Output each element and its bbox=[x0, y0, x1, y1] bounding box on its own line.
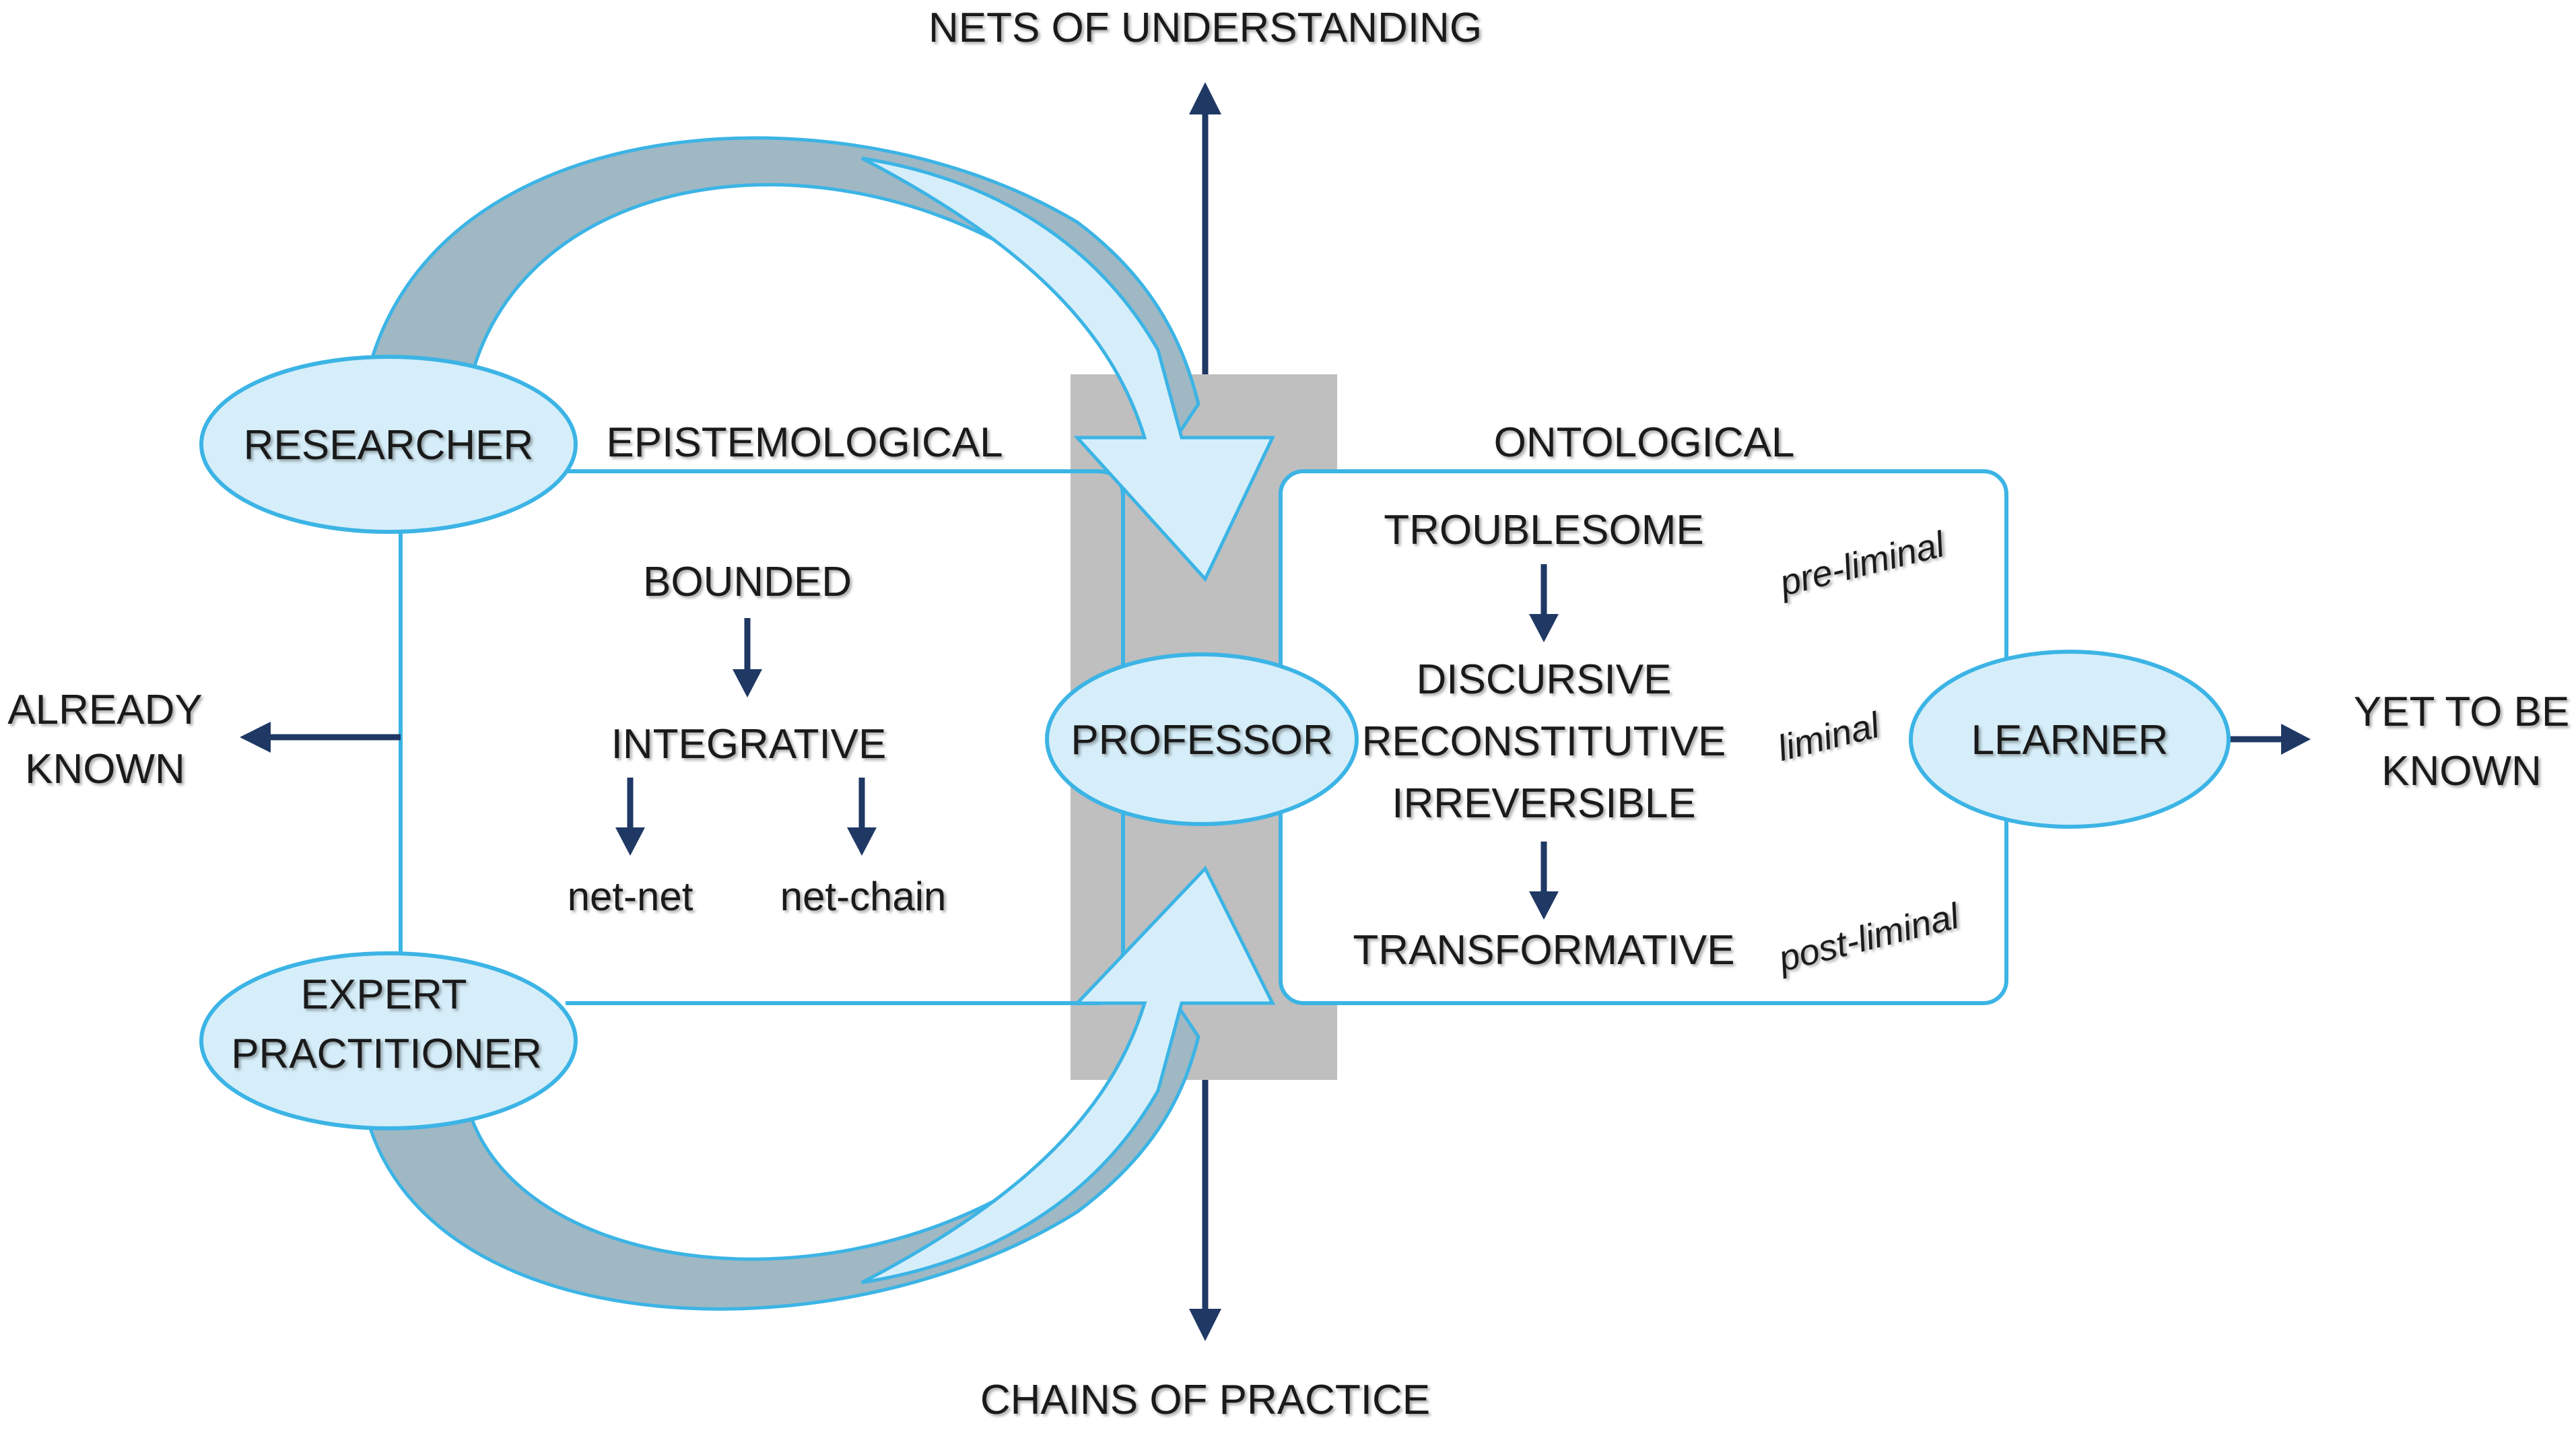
label-yet-to-be-known-2: KNOWN bbox=[2381, 748, 2542, 794]
label-troublesome: TROUBLESOME bbox=[1384, 507, 1703, 553]
expert-practitioner-node bbox=[199, 951, 578, 1130]
researcher-node bbox=[199, 355, 578, 534]
label-irreversible: IRREVERSIBLE bbox=[1392, 780, 1695, 827]
label-net-net: net-net bbox=[568, 874, 693, 919]
label-already-known-2: KNOWN bbox=[25, 746, 185, 792]
arrow-up-head bbox=[1189, 82, 1221, 114]
vertical-axis bbox=[1189, 82, 1221, 1341]
label-net-chain: net-chain bbox=[780, 874, 947, 919]
label-ontological: ONTOLOGICAL bbox=[1494, 419, 1795, 466]
label-yet-to-be-known-1: YET TO BE bbox=[2354, 689, 2569, 735]
label-transformative: TRANSFORMATIVE bbox=[1353, 927, 1734, 974]
label-professor: PROFESSOR bbox=[1071, 717, 1332, 763]
arrow-right-head bbox=[2281, 724, 2311, 755]
upper-curved-arrow bbox=[364, 136, 1275, 582]
label-learner: LEARNER bbox=[1971, 717, 2169, 763]
ontological-arrows bbox=[1529, 564, 1559, 920]
label-nets-of-understanding: NETS OF UNDERSTANDING bbox=[928, 5, 1482, 51]
label-practitioner: PRACTITIONER bbox=[231, 1031, 542, 1077]
label-epistemological: EPISTEMOLOGICAL bbox=[606, 419, 1003, 466]
label-reconstitutive: RECONSTITUTIVE bbox=[1362, 718, 1726, 765]
lower-curved-arrow bbox=[364, 865, 1276, 1311]
arrow-left-head bbox=[240, 722, 271, 753]
learner-node bbox=[1909, 650, 2231, 829]
epistemological-arrows bbox=[615, 618, 877, 856]
professor-node bbox=[1045, 652, 1359, 826]
label-researcher: RESEARCHER bbox=[244, 422, 534, 469]
label-chains-of-practice: CHAINS OF PRACTICE bbox=[980, 1377, 1430, 1423]
arrow-down-head bbox=[1189, 1309, 1221, 1341]
label-bounded: BOUNDED bbox=[643, 559, 852, 605]
label-already-known-1: ALREADY bbox=[7, 687, 202, 733]
left-connector bbox=[240, 518, 403, 983]
label-integrative: INTEGRATIVE bbox=[611, 721, 887, 768]
label-discursive: DISCURSIVE bbox=[1417, 656, 1672, 703]
label-expert: EXPERT bbox=[301, 971, 467, 1018]
